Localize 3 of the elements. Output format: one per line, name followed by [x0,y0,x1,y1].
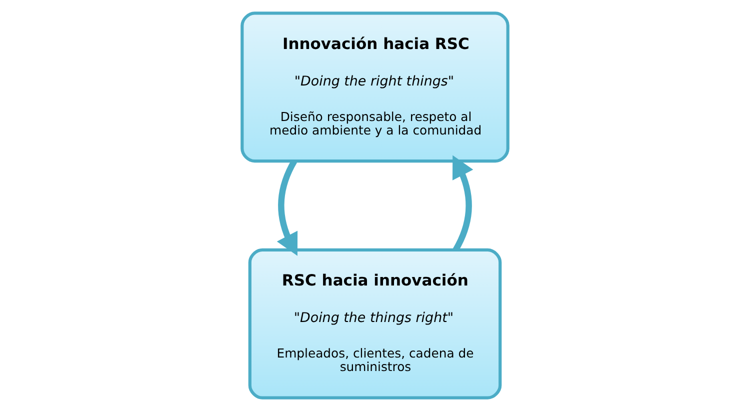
node-box: Innovación hacia RSC "Doing the right things" Diseño responsable, respeto al medio ambiente y a la comunidad [240,11,509,162]
node-box: RSC hacia innovación "Doing the things right" Empleados, clientes, cadena de suministros [248,248,502,399]
arrow [452,154,473,251]
